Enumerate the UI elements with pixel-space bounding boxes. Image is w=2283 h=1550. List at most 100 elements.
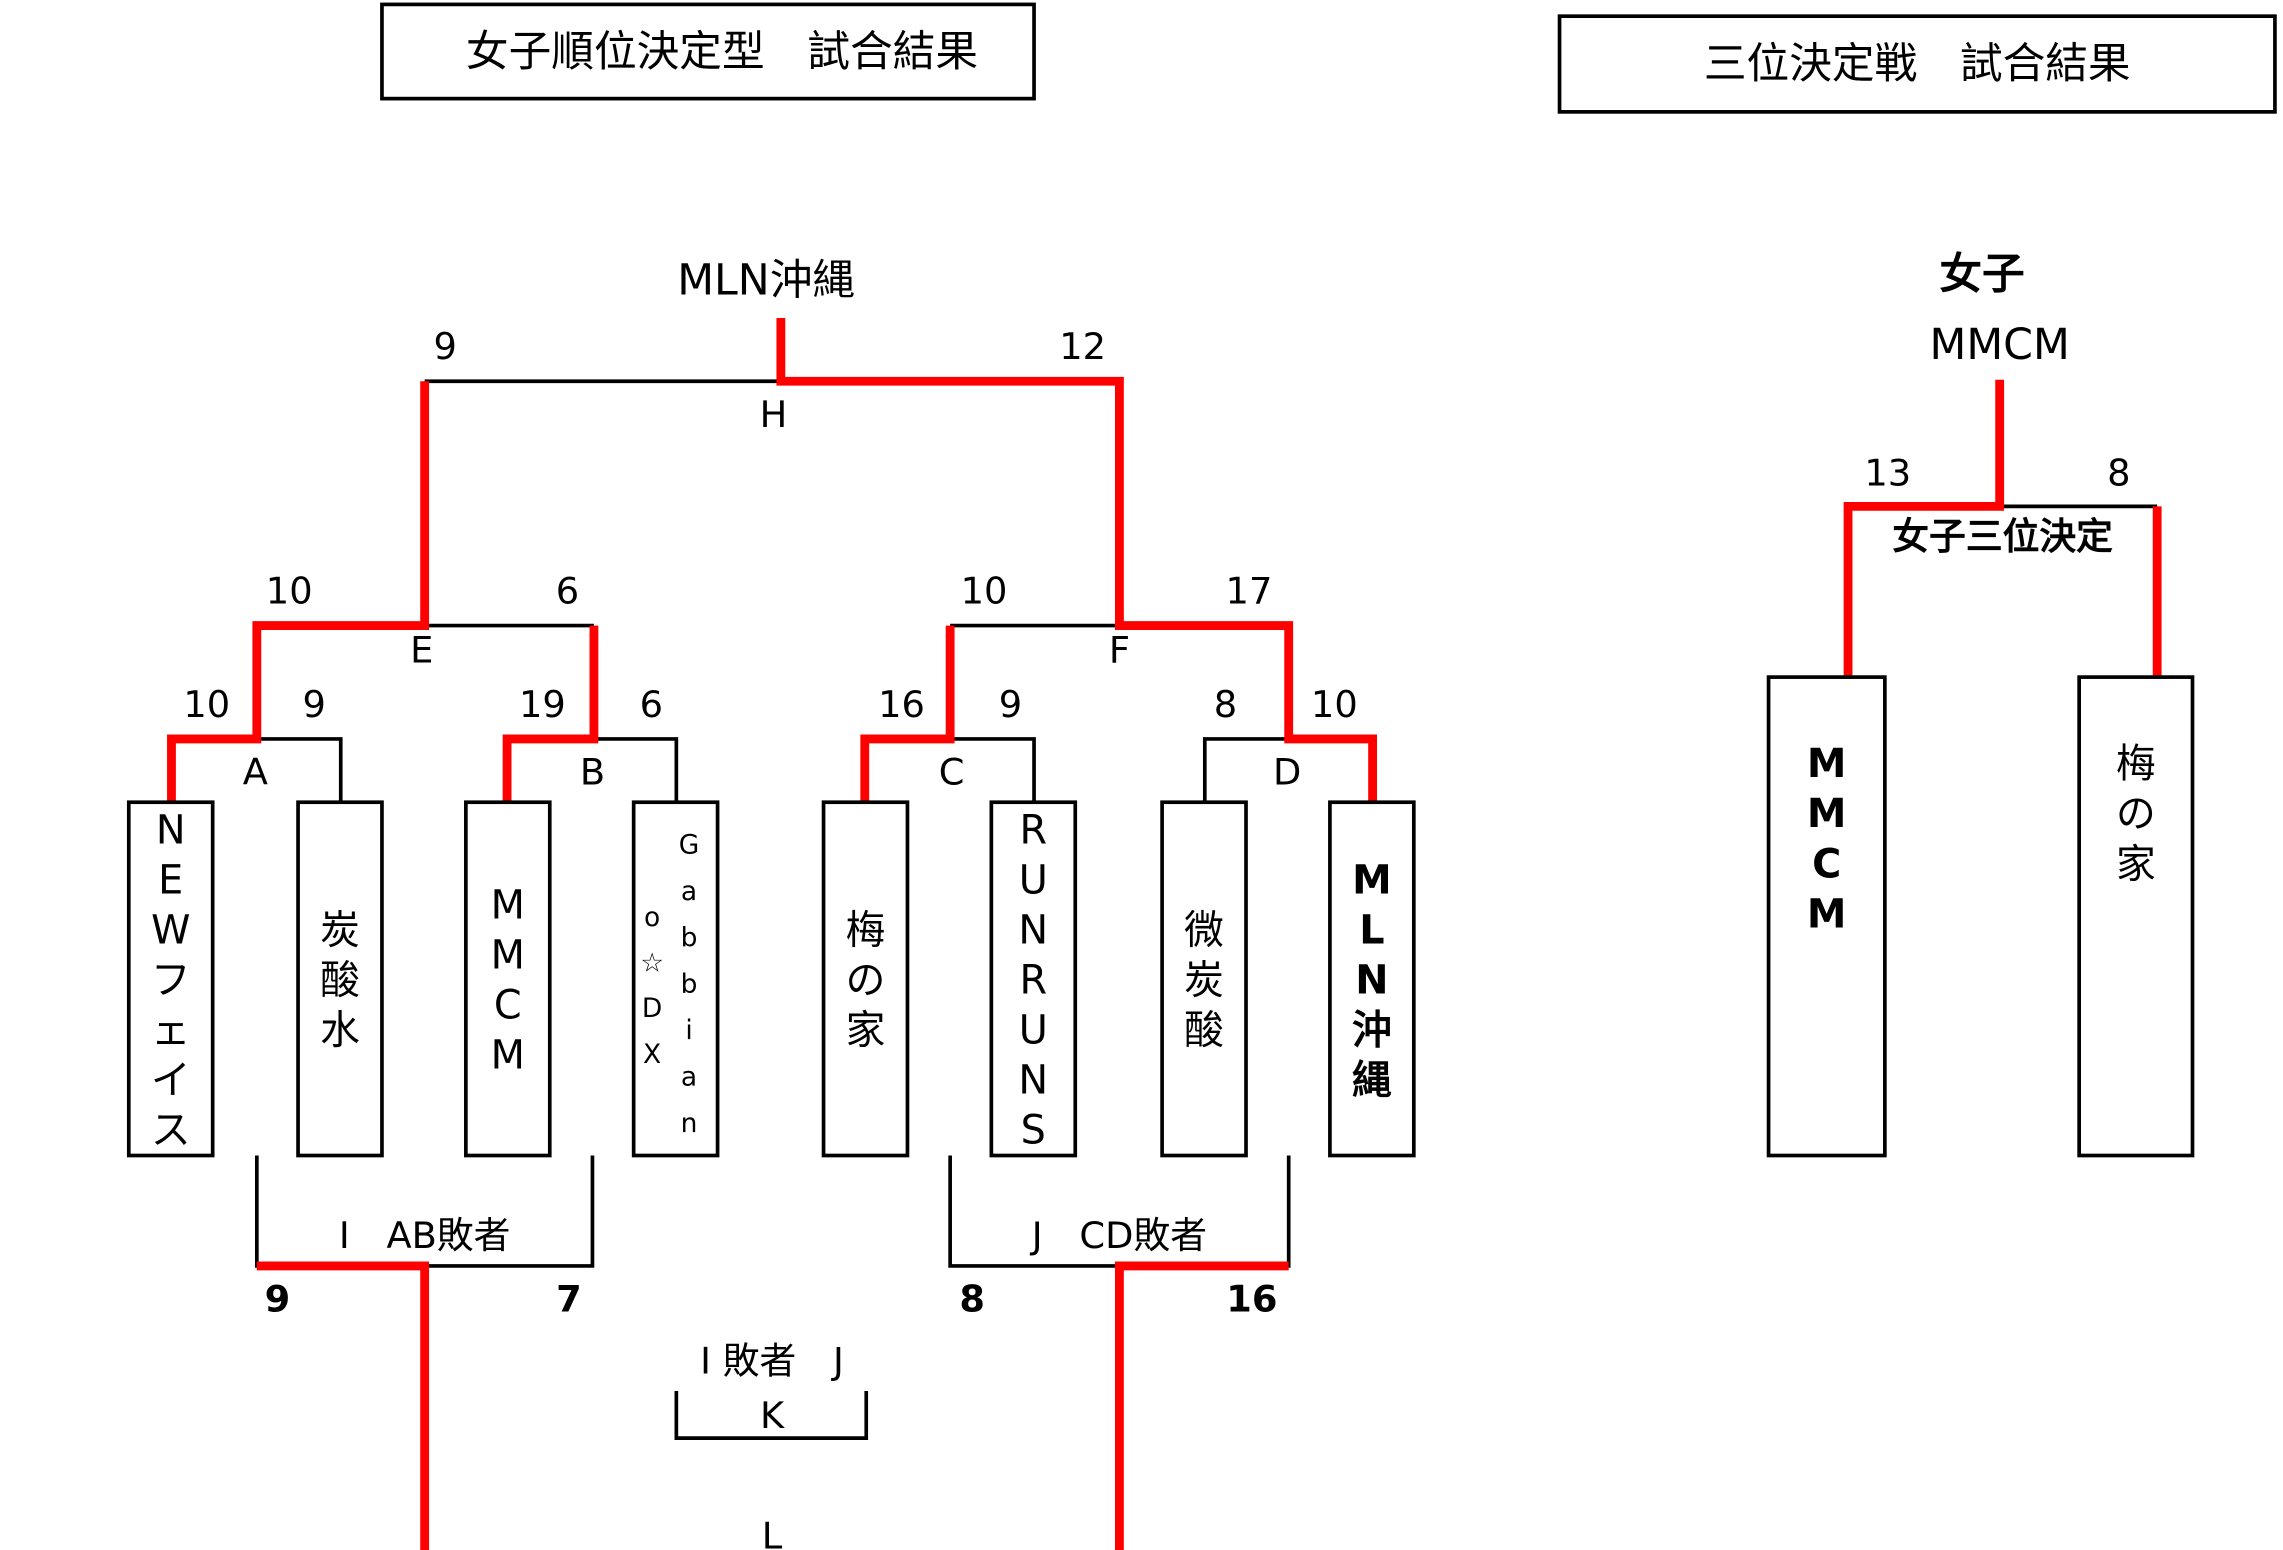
match-K-header: I 敗者 J [700, 1339, 844, 1382]
third-title-box: 三位決定戦 試合結果 [1557, 14, 2277, 114]
match-B: 19 6 B [519, 683, 663, 794]
team-name-char: 梅 [846, 908, 886, 954]
main-title-box: 女子順位決定型 試合結果 [380, 2, 1036, 101]
team-name-char: N [1018, 1058, 1048, 1104]
score-F-right: 17 [1226, 570, 1273, 613]
match-E: 10 6 E [266, 570, 579, 672]
team-name-char: S [1021, 1108, 1046, 1154]
team-name-char: 家 [846, 1008, 886, 1054]
score-A-right: 9 [303, 683, 326, 726]
third-match-label: 女子三位決定 [1892, 515, 2113, 558]
team-name-char: 炭 [320, 908, 360, 954]
team-name-char: 微 [1184, 908, 1224, 954]
match-L: L [762, 1515, 783, 1550]
team-name-char: D [642, 993, 662, 1024]
match-I: I AB敗者 9 7 [265, 1214, 582, 1320]
match-label-A: A [243, 751, 268, 794]
team-name-char: n [681, 1108, 698, 1139]
match-label-H: H [760, 393, 788, 436]
team-name-char: の [846, 958, 886, 1004]
team-name-char: 酸 [1184, 1008, 1224, 1054]
team-name-char: M [491, 883, 525, 929]
team-name-char: o [644, 902, 660, 933]
match-label-J: J CD敗者 [1030, 1214, 1207, 1257]
team-name-char: W [151, 908, 190, 954]
match-label-C: C [939, 751, 965, 794]
third-place-bracket: 女子 MMCM 13 8 女子三位決定 [1864, 250, 2130, 559]
score-E-left: 10 [266, 570, 313, 613]
team-name-char: i [685, 1015, 692, 1046]
match-label-E: E [410, 628, 433, 671]
winner-path-lines [167, 317, 2162, 1550]
team-box: 微炭酸 [1160, 800, 1248, 1158]
team-name-char: M [491, 1033, 525, 1079]
team-name-char: C [494, 983, 522, 1029]
team-name-char: M [1807, 741, 1847, 787]
team-name-char: イ [151, 1058, 191, 1104]
team-name-char: ェ [151, 1008, 191, 1054]
team-name-char: M [1352, 857, 1392, 903]
score-J-right: 16 [1226, 1278, 1277, 1321]
match-label-I: I AB敗者 [339, 1214, 511, 1257]
team-name-char: 水 [320, 1008, 360, 1054]
team-name-char: 梅 [2116, 741, 2156, 787]
team-box: 炭酸水 [296, 800, 384, 1158]
team-name-char: M [491, 933, 525, 979]
team-name-char: の [2116, 791, 2156, 837]
score-C-left: 16 [878, 683, 925, 726]
score-I-right: 7 [556, 1278, 582, 1321]
score-B-left: 19 [519, 683, 566, 726]
team-name-char: フ [151, 958, 191, 1004]
team-name-char: U [1019, 857, 1048, 903]
match-label-K: K [760, 1394, 785, 1437]
match-label-L: L [762, 1515, 783, 1550]
team-name-char: E [158, 857, 183, 903]
score-A-left: 10 [183, 683, 230, 726]
team-box: 梅の家 [821, 800, 910, 1158]
team-name-char: N [1355, 958, 1388, 1004]
main-title: 女子順位決定型 試合結果 [466, 27, 978, 77]
match-D: 8 10 D [1214, 683, 1358, 794]
score-F-left: 10 [961, 570, 1008, 613]
team-name-char: X [643, 1039, 661, 1070]
team-name-char: b [681, 969, 698, 1000]
team-name-char: 家 [2116, 841, 2156, 887]
team-name-char: b [681, 922, 698, 953]
team-name-char: 酸 [320, 958, 360, 1004]
team-name-char: a [681, 1062, 697, 1093]
team-name-char: 沖 [1352, 1008, 1392, 1054]
champion-name: MLN沖縄 [677, 255, 855, 305]
match-label-F: F [1109, 628, 1130, 671]
third-category: 女子 [1939, 250, 2024, 300]
team-box: MMCM [1766, 675, 1887, 1158]
match-A: 10 9 A [183, 683, 326, 794]
third-winner: MMCM [1930, 320, 2070, 370]
score-J-left: 8 [959, 1278, 985, 1321]
team-name-char: N [1018, 908, 1048, 954]
third-score-right: 8 [2107, 452, 2130, 495]
score-C-right: 9 [999, 683, 1022, 726]
team-name-char: U [1019, 1008, 1048, 1054]
score-D-left: 8 [1214, 683, 1237, 726]
team-boxes: NEWフェイス炭酸水MMCMGabbiano☆DX梅の家RUNRUNS微炭酸ML… [126, 800, 1416, 1158]
third-title: 三位決定戦 試合結果 [1704, 39, 2131, 89]
team-box: 梅の家 [2077, 675, 2195, 1158]
score-E-right: 6 [556, 570, 579, 613]
team-box: MLN沖縄 [1328, 800, 1416, 1158]
score-H-left: 9 [434, 325, 457, 368]
team-name-char: 縄 [1352, 1058, 1392, 1104]
score-H-right: 12 [1059, 325, 1106, 368]
team-box: MMCM [464, 800, 552, 1158]
team-name-char: G [679, 830, 700, 861]
match-F: 10 17 F [961, 570, 1273, 672]
team-name-char: L [1359, 908, 1384, 954]
team-name-char: M [1807, 891, 1847, 937]
match-H: 9 12 H [434, 325, 1106, 436]
match-label-D: D [1273, 751, 1301, 794]
team-name-char: C [1812, 841, 1841, 887]
team-name-char: N [156, 807, 186, 853]
